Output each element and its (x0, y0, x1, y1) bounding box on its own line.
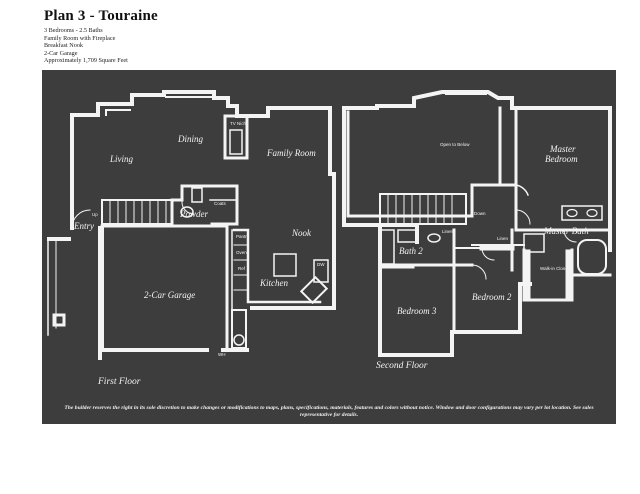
stair-label-down: Down (474, 211, 486, 216)
builder-disclaimer: The builder reserves the right in its so… (64, 405, 594, 419)
room-label-kitchen: Kitchen (259, 278, 288, 288)
feature-line: Breakfast Nook (44, 42, 84, 50)
plan-title: Plan 3 - Touraine (44, 8, 158, 24)
room-label-family-room: Family Room (266, 148, 316, 158)
room-label-master-bedroom-2: Bedroom (545, 154, 578, 164)
feature-line: Family Room with Fireplace (44, 34, 116, 42)
room-label-coats: Coats (214, 201, 227, 206)
first-floor-walls (47, 90, 336, 360)
floor-plan-drawing: Living Dining Family Room TV Niche Powde… (47, 90, 612, 387)
label-wh: WH (218, 352, 226, 357)
floor-label-second: Second Floor (376, 361, 428, 371)
room-label-powder: Powder (179, 209, 208, 219)
room-label-entry: Entry (73, 221, 94, 231)
plan-header: Plan 3 - Touraine 3 Bedrooms - 2.5 Baths… (44, 8, 158, 65)
feature-line: 3 Bedrooms - 2.5 Baths (44, 27, 103, 34)
second-floor-walls (342, 90, 612, 357)
label-pantry: Pantry (236, 234, 250, 239)
room-labels: Living Dining Family Room TV Niche Powde… (73, 121, 589, 387)
room-label-dining: Dining (177, 134, 204, 144)
room-label-garage: 2-Car Garage (144, 290, 195, 300)
label-linen-2: Linen (497, 236, 509, 241)
label-walk-in-closet: Walk-in Closet (540, 266, 570, 271)
floor-plan-board: Living Dining Family Room TV Niche Powde… (42, 70, 616, 424)
room-label-master-bedroom-1: Master (549, 144, 576, 154)
room-label-nook: Nook (291, 228, 312, 238)
room-label-bath-2: Bath 2 (399, 246, 423, 256)
room-label-bedroom-2: Bedroom 2 (472, 292, 512, 302)
room-label-tv-niche: TV Niche (230, 121, 249, 126)
feature-line: Approximately 1,709 Square Feet (44, 57, 128, 65)
room-label-open-to-below: Open to Below (440, 142, 470, 147)
feature-line: 2-Car Garage (44, 49, 78, 57)
stair-label-up: Up (92, 212, 98, 217)
floor-label-first: First Floor (97, 377, 141, 387)
label-ref: Ref (238, 266, 246, 271)
label-dw: DW (317, 262, 325, 267)
room-label-bedroom-3: Bedroom 3 (397, 306, 437, 316)
room-label-living: Living (109, 154, 134, 164)
label-linen: Linen (442, 229, 454, 234)
room-label-master-bath: Master Bath (543, 226, 589, 236)
label-oven: Oven (236, 250, 247, 255)
